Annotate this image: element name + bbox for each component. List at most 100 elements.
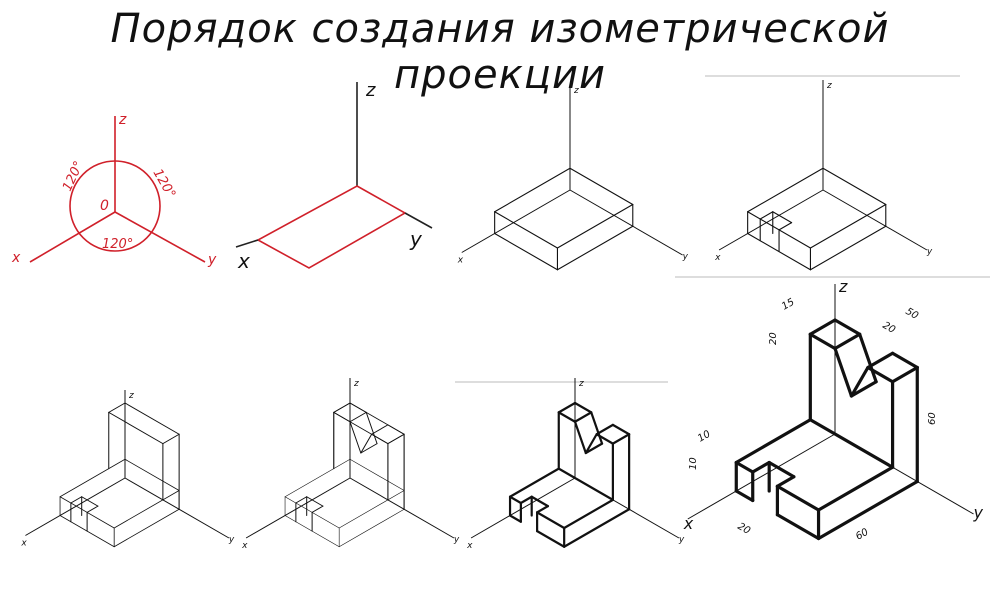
edge-line [519, 495, 533, 505]
edge-line [734, 460, 755, 474]
dimension-label: 60 [927, 412, 938, 425]
edge-line [349, 421, 362, 454]
edge-line [295, 496, 308, 504]
dimension-label: 60 [854, 527, 871, 543]
edge-line [584, 433, 598, 455]
edge-line [349, 402, 367, 413]
edge-line [890, 365, 919, 384]
edge-line [508, 495, 522, 505]
edge-line [113, 490, 180, 529]
y-axis-label: y [409, 227, 423, 251]
edge-line [284, 458, 351, 498]
edge-line [338, 490, 405, 529]
edge-line [387, 424, 405, 435]
edge-line [557, 401, 577, 414]
axis-label: x [714, 253, 721, 263]
axis-line [470, 477, 576, 539]
edge-line [849, 380, 878, 398]
edge-line [124, 402, 180, 435]
step-7-outline: zxy [466, 378, 685, 551]
dimension-label: 10 [696, 429, 713, 445]
angle-label: 120° [60, 159, 87, 194]
edge-line [734, 489, 755, 503]
edge-line [536, 530, 566, 548]
edge-line [816, 465, 895, 512]
edge-line [508, 514, 522, 523]
axis-label: x [241, 541, 248, 551]
axis-label: z [573, 86, 579, 96]
dimension-label: 20 [881, 320, 898, 336]
edge-line [360, 443, 378, 454]
axis-label: z [826, 81, 832, 91]
edge-line [108, 402, 126, 413]
origin-label: 0 [100, 198, 109, 214]
edge-line [611, 433, 631, 445]
edge-line [833, 346, 854, 398]
edge-line [747, 167, 824, 213]
edge-line [557, 411, 577, 423]
dimension-label: 50 [904, 306, 921, 322]
axis-label: y [678, 535, 685, 545]
edge-line [734, 418, 812, 465]
edge-line [536, 505, 550, 514]
edge-line [809, 225, 887, 271]
y-axis-label: y [207, 252, 217, 268]
edge-line [86, 505, 99, 513]
dimension-label: 20 [736, 521, 753, 537]
edge-line [556, 203, 634, 249]
edge-line [530, 495, 550, 508]
edge-line [108, 411, 164, 445]
edge-line [365, 411, 378, 445]
edge-line [124, 458, 180, 491]
z-axis-label: z [118, 112, 127, 128]
page-title: Порядок создания изометрической проекции [110, 6, 890, 98]
edge-line [833, 332, 862, 351]
edge-line [556, 225, 634, 271]
edge-line [113, 508, 180, 548]
axis-label: z [838, 277, 848, 296]
edge-line [595, 423, 614, 436]
axis-label: x [683, 514, 694, 533]
edge-line [494, 211, 558, 249]
axis-label: z [353, 379, 359, 389]
edge-line [387, 433, 405, 445]
axis-label: x [457, 256, 464, 266]
edge-line [81, 496, 99, 507]
axis-label: y [228, 535, 235, 545]
edge-line [767, 460, 796, 479]
edge-line [333, 411, 351, 423]
step-4-notch: zxy [714, 80, 933, 271]
edge-line [775, 484, 821, 512]
edge-line [822, 167, 887, 206]
edge-line [808, 332, 837, 351]
edge-line [494, 232, 558, 271]
axis-line [25, 477, 126, 536]
axis-label: x [20, 539, 27, 549]
edge-line [751, 460, 771, 474]
dimension-label: 15 [780, 297, 797, 313]
axis-line [687, 433, 836, 520]
angle-label: 120° [102, 237, 133, 252]
step-8-final: z x y [683, 277, 984, 541]
dimension-label: 10 [688, 457, 699, 470]
edge-line [349, 411, 367, 423]
dimension-label: 20 [768, 332, 779, 345]
edge-line [816, 479, 919, 541]
edge-line [573, 420, 587, 455]
step-1-axes [29, 116, 206, 263]
edge-line [333, 402, 351, 413]
edge-line [778, 222, 793, 231]
axis-line [822, 189, 928, 251]
edge-line [349, 458, 405, 491]
axis-label: y [973, 503, 984, 522]
edge-line [563, 508, 631, 548]
edge-line [360, 433, 373, 454]
axis-line [461, 189, 571, 253]
edge-line [569, 167, 634, 206]
edge-line [311, 505, 324, 513]
axis-line [124, 477, 230, 539]
axis-label: z [578, 379, 584, 389]
